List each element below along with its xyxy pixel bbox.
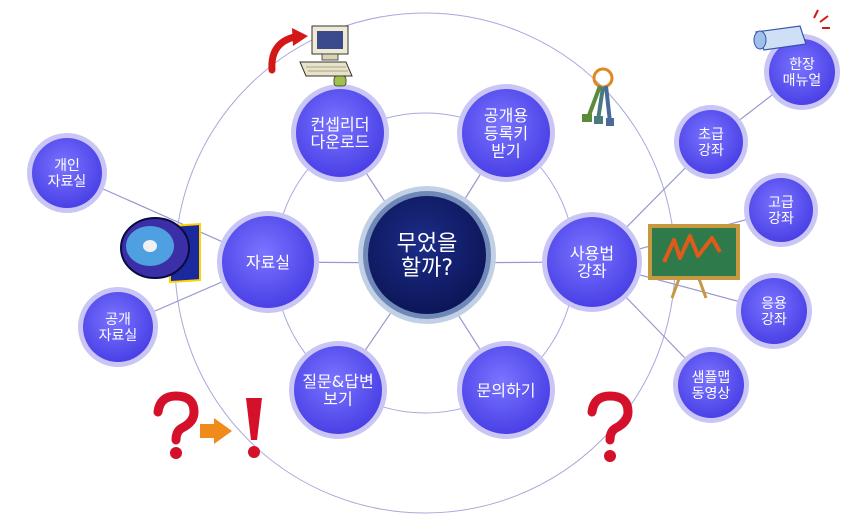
node-advanced-course-label-line: 강좌 bbox=[768, 211, 794, 227]
node-circle bbox=[749, 178, 813, 242]
node-qna-label-line: 질문&답변 bbox=[302, 372, 373, 391]
node-one-page-manual-label-line: 매뉴얼 bbox=[783, 73, 822, 89]
node-circle bbox=[678, 352, 744, 418]
node-circle bbox=[296, 89, 384, 177]
node-register-label-line: 받기 bbox=[491, 142, 520, 161]
node-circle bbox=[679, 110, 743, 174]
cd-icon bbox=[120, 217, 201, 284]
node-library-label-line: 자료실 bbox=[246, 253, 290, 272]
node-advanced-course-label-line: 고급 bbox=[768, 195, 794, 211]
question-icon bbox=[153, 391, 199, 459]
node-download-label-line: 컨셉리더 bbox=[311, 115, 370, 134]
node-circle bbox=[294, 346, 382, 434]
arrow-icon bbox=[200, 418, 232, 444]
chalkboard-icon bbox=[648, 224, 740, 299]
node-circle bbox=[769, 39, 835, 105]
node-sample-video-label-line: 샘플맵 bbox=[692, 370, 731, 386]
node-tutorial-label-line: 강좌 bbox=[577, 262, 607, 281]
node-public-library-label-line: 자료실 bbox=[99, 328, 138, 344]
node-circle bbox=[83, 292, 153, 362]
node-one-page-manual-label-line: 한장 bbox=[789, 57, 815, 73]
node-circle bbox=[222, 216, 314, 308]
node-tutorial-label-line: 사용법 bbox=[570, 244, 614, 263]
node-download-label-line: 다운로드 bbox=[311, 133, 370, 152]
node-circle bbox=[547, 217, 637, 307]
node-applied-course-label-line: 응용 bbox=[761, 296, 787, 312]
node-contact[interactable]: 문의하기 bbox=[457, 341, 555, 439]
node-public-library-label-line: 공개 bbox=[105, 312, 131, 328]
node-register-label-line: 등록키 bbox=[484, 124, 528, 143]
node-beginner-course-label-line: 초급 bbox=[698, 127, 724, 143]
exclamation-icon bbox=[246, 398, 262, 458]
node-circle bbox=[462, 346, 550, 434]
node-circle bbox=[741, 278, 807, 344]
node-circle bbox=[32, 138, 102, 208]
question-icon bbox=[587, 391, 633, 462]
node-contact-label-line: 문의하기 bbox=[477, 381, 536, 400]
computer-icon bbox=[268, 25, 353, 87]
center-label-line: 할까? bbox=[401, 256, 453, 281]
keys-icon bbox=[582, 67, 614, 126]
node-circle bbox=[462, 89, 550, 177]
node-personal-library-label-line: 개인 bbox=[54, 158, 80, 174]
node-library[interactable]: 자료실 bbox=[217, 211, 319, 313]
scroll-icon bbox=[753, 9, 830, 51]
node-sample-video-label-line: 동영상 bbox=[692, 386, 731, 402]
node-qna-label-line: 보기 bbox=[323, 390, 352, 409]
node-applied-course-label-line: 강좌 bbox=[761, 312, 787, 328]
center-label-line: 무었을 bbox=[397, 232, 458, 257]
node-beginner-course-label-line: 강좌 bbox=[698, 143, 724, 159]
node-register-label-line: 공개용 bbox=[484, 106, 528, 125]
node-personal-library-label-line: 자료실 bbox=[48, 174, 87, 190]
